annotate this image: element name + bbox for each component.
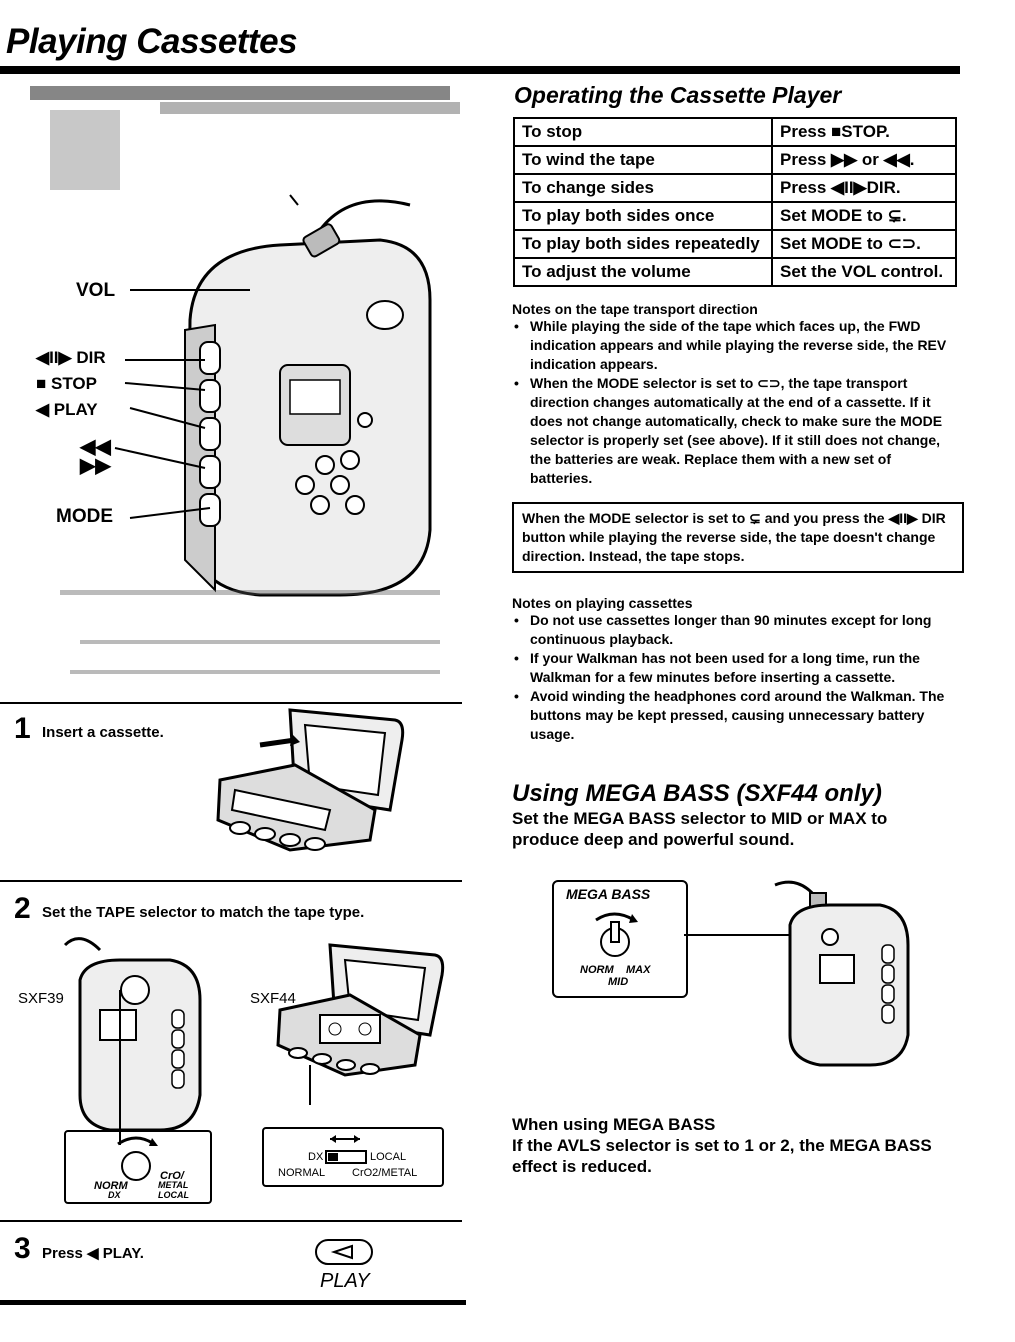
notes-playing-section: Notes on playing cassettes Do not use ca… — [512, 595, 952, 744]
step-number: 2 — [14, 892, 31, 925]
page-title: Playing Cassettes — [6, 22, 298, 61]
mode-label: MODE — [56, 506, 113, 527]
insert-cassette-illustration — [210, 700, 410, 870]
cro2metal-label: CrO2/METAL — [352, 1167, 418, 1179]
operating-title: Operating the Cassette Player — [514, 82, 842, 108]
norm-label: NORM — [580, 964, 614, 976]
step1-rule — [0, 702, 462, 704]
operation-action: To adjust the volume — [513, 257, 773, 287]
sxf44-illustration — [270, 935, 450, 1105]
notes-playing-heading: Notes on playing cassettes — [512, 595, 693, 611]
operation-action: To stop — [513, 117, 773, 147]
title-rule — [0, 66, 960, 74]
operation-action: To play both sides repeatedly — [513, 229, 773, 259]
normal-label: NORMAL — [278, 1167, 326, 1179]
mega-bass-selector-box: MEGA BASS NORM MAX MID — [552, 880, 688, 998]
sxf44-mega-bass-illustration — [770, 875, 920, 1075]
operation-method: Set MODE to ⊂⊃. — [771, 229, 957, 259]
when-using-heading: When using MEGA BASS — [512, 1115, 716, 1134]
dx-label: DX — [308, 1151, 324, 1163]
notes-direction-list: While playing the side of the tape which… — [512, 317, 952, 488]
tape-selector-sxf44-box: DX LOCAL NORMAL CrO2/METAL — [262, 1127, 444, 1187]
operation-method: Press ■STOP. — [771, 117, 957, 147]
operation-method: Set MODE to ⊊. — [771, 201, 957, 231]
operation-action: To play both sides once — [513, 201, 773, 231]
when-using-text: If the AVLS selector is set to 1 or 2, t… — [512, 1136, 932, 1176]
stop-label: ■ STOP — [36, 374, 97, 393]
operation-action: To change sides — [513, 173, 773, 203]
play-button-icon — [314, 1238, 374, 1266]
crov-label: CrO/ — [160, 1170, 184, 1182]
rew-label: ◀◀ — [80, 436, 111, 458]
step-text: Set the TAPE selector to match the tape … — [42, 904, 365, 921]
local-label: LOCAL — [158, 1190, 189, 1200]
list-item: Do not use cassettes longer than 90 minu… — [512, 611, 952, 649]
notes-direction-section: Notes on the tape transport direction Wh… — [512, 301, 952, 488]
list-item: If your Walkman has not been used for a … — [512, 649, 952, 687]
mega-bass-text: Set the MEGA BASS selector to MID or MAX… — [512, 809, 888, 849]
step3-rule — [0, 1220, 462, 1222]
play-caption: PLAY — [320, 1270, 370, 1292]
step-number: 3 — [14, 1232, 31, 1265]
step2-rule — [0, 880, 462, 882]
step-number: 1 — [14, 712, 31, 745]
operation-method: Press ▶▶ or ◀◀. — [771, 145, 957, 175]
norm-label: NORM — [94, 1180, 128, 1192]
operation-method: Set the VOL control. — [771, 257, 957, 287]
model-sxf39-label: SXF39 — [18, 990, 64, 1007]
ff-label: ▶▶ — [80, 455, 111, 477]
step-text: Press ◀ PLAY. — [42, 1245, 144, 1262]
dx-label: DX — [108, 1190, 121, 1200]
notes-playing-list: Do not use cassettes longer than 90 minu… — [512, 611, 952, 744]
tape-selector-sxf39-box: NORM DX CrO/ METAL LOCAL — [64, 1130, 212, 1204]
operation-method: Press ◀II▶DIR. — [771, 173, 957, 203]
list-item: While playing the side of the tape which… — [512, 317, 952, 374]
sxf39-illustration — [60, 930, 210, 1210]
leader-line — [684, 934, 794, 936]
walkman-controls-illustration — [20, 80, 460, 700]
operation-action: To wind the tape — [513, 145, 773, 175]
step-text: Insert a cassette. — [42, 724, 164, 741]
mega-bass-diagram-title: MEGA BASS — [566, 886, 651, 902]
metal-label: METAL — [158, 1180, 189, 1190]
model-sxf44-label: SXF44 — [250, 990, 296, 1007]
local-label: LOCAL — [370, 1151, 407, 1163]
list-item: When the MODE selector is set to ⊂⊃, the… — [512, 374, 952, 488]
mega-bass-title: Using MEGA BASS (SXF44 only) — [512, 780, 882, 807]
notes-direction-heading: Notes on the tape transport direction — [512, 301, 758, 317]
bottom-rule — [0, 1300, 466, 1305]
dir-label: ◀II▶ DIR — [36, 348, 106, 367]
mode-warning-box: When the MODE selector is set to ⊊ and y… — [512, 502, 964, 573]
play-label: ◀ PLAY — [36, 400, 98, 419]
max-label: MAX — [626, 964, 651, 976]
vol-label: VOL — [76, 280, 116, 301]
list-item: Avoid winding the headphones cord around… — [512, 687, 952, 744]
mid-label: MID — [608, 976, 629, 988]
